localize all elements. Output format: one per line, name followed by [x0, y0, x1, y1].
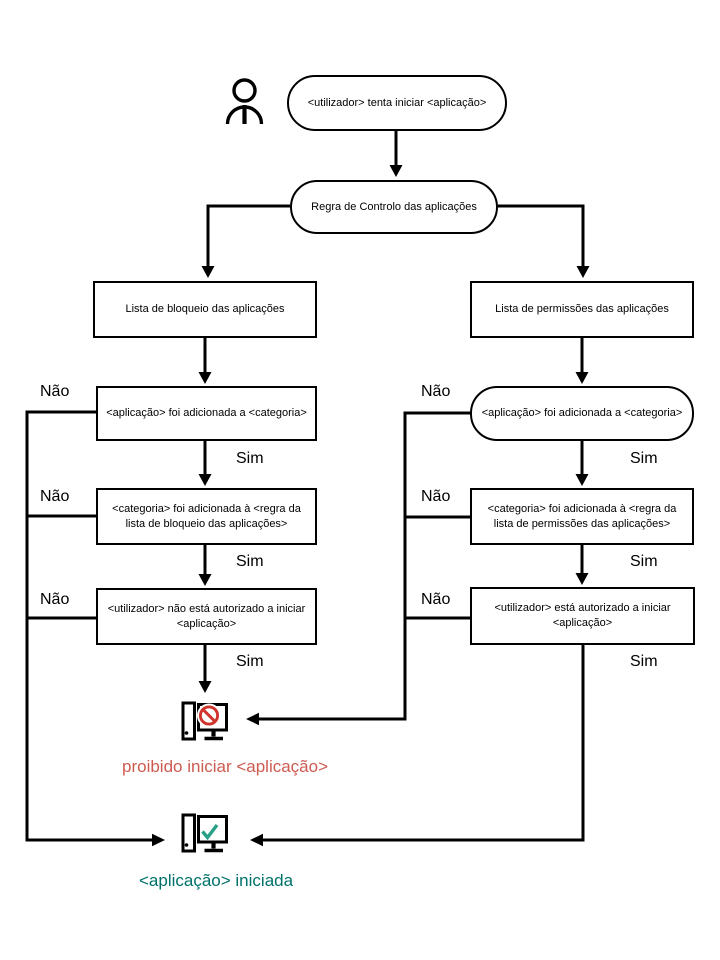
arrowhead	[575, 474, 589, 486]
label-no: Não	[421, 383, 451, 400]
node-rule: Regra de Controlo das aplicações	[290, 180, 498, 234]
label-yes: Sim	[236, 653, 264, 670]
line-right-no-collector	[259, 411, 470, 721]
outcome-started-text: <aplicação> iniciada	[139, 871, 294, 890]
arrow-rule-to-allowlist	[498, 204, 585, 266]
label-no: Não	[40, 488, 70, 505]
node-block-category-rule: <categoria> foi adicionada à <regra da l…	[96, 488, 317, 545]
arrowhead	[389, 165, 403, 177]
line-right-yes-to-started	[263, 645, 585, 842]
checkmark-icon	[201, 823, 219, 841]
label-no: Não	[40, 383, 70, 400]
arrowhead	[575, 573, 589, 585]
arrowheads	[152, 165, 590, 847]
line-left-no-collector	[25, 410, 152, 842]
computer-started-icon	[181, 813, 228, 853]
node-block-user: <utilizador> não está autorizado a inici…	[96, 588, 317, 645]
arrowhead	[576, 266, 590, 278]
label-no: Não	[421, 488, 451, 505]
arrowhead	[201, 266, 215, 278]
node-start: <utilizador> tenta iniciar <aplicação>	[287, 75, 507, 131]
arrowhead	[250, 833, 263, 847]
arrowhead	[198, 474, 212, 486]
node-allow-user: <utilizador> está autorizado a iniciar <…	[470, 587, 695, 645]
node-blocklist: Lista de bloqueio das aplicações	[93, 281, 317, 338]
node-allow-app-category: <aplicação> foi adicionada a <categoria>	[470, 386, 694, 441]
label-yes: Sim	[236, 450, 264, 467]
arrowhead	[575, 372, 589, 384]
arrowhead	[198, 681, 212, 693]
arrowhead	[198, 372, 212, 384]
label-no: Não	[40, 591, 70, 608]
user-icon	[225, 78, 264, 125]
arrowhead	[246, 712, 259, 726]
label-yes: Sim	[630, 450, 658, 467]
connector-lines	[25, 131, 585, 842]
arrowhead	[198, 574, 212, 586]
node-block-app-category: <aplicação> foi adicionada a <categoria>	[96, 386, 317, 441]
arrowhead	[152, 833, 165, 847]
node-allowlist: Lista de permissões das aplicações	[470, 281, 694, 338]
outcome-blocked-text: proibido iniciar <aplicação>	[122, 757, 329, 776]
computer-blocked-icon	[181, 701, 228, 741]
arrow-rule-to-blocklist	[206, 204, 290, 266]
prohibition-sign-icon	[197, 703, 221, 728]
label-yes: Sim	[630, 653, 658, 670]
node-allow-category-rule: <categoria> foi adicionada à <regra da l…	[470, 488, 694, 545]
label-no: Não	[421, 591, 451, 608]
label-yes: Sim	[236, 553, 264, 570]
label-yes: Sim	[630, 553, 658, 570]
